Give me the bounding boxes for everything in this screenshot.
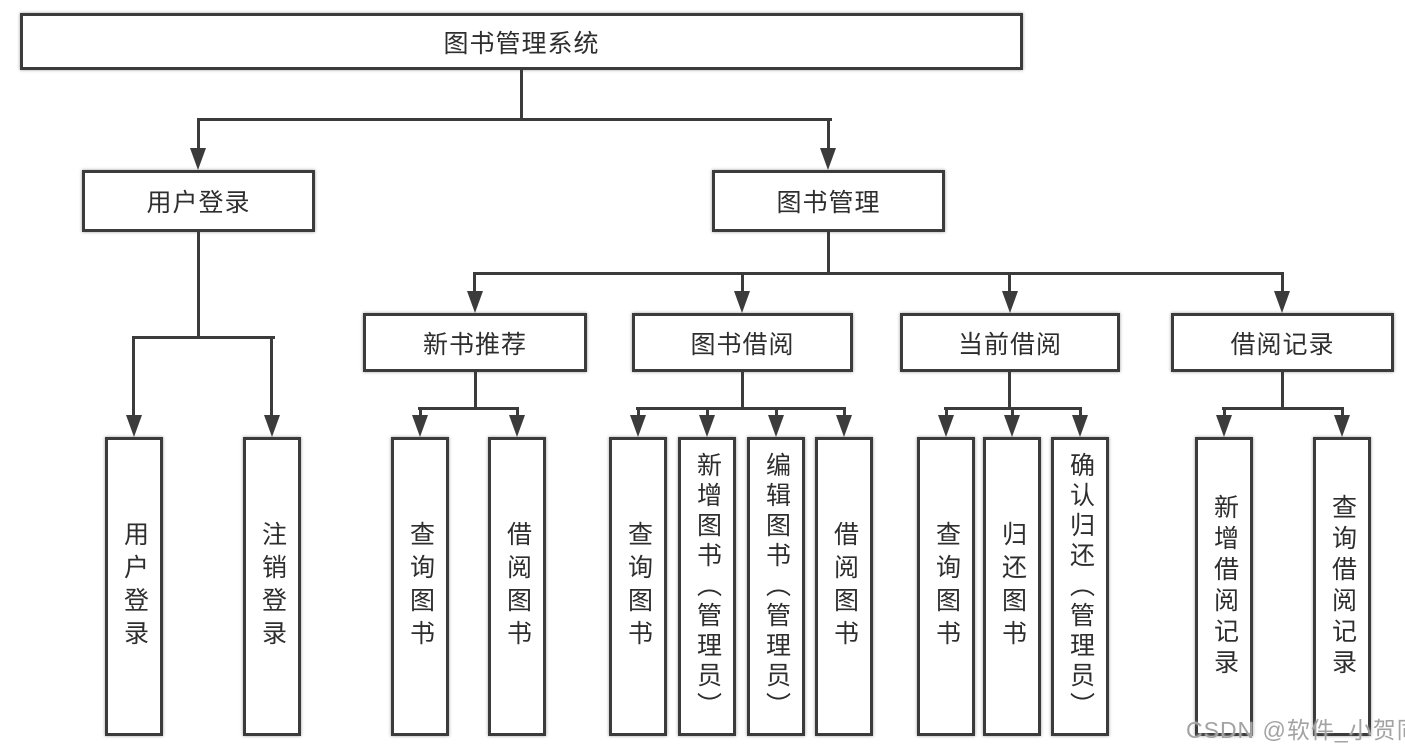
arrow-down-icon <box>509 415 525 437</box>
connector-line <box>197 118 200 150</box>
leaf-query-books-1: 查询图书 <box>391 437 449 736</box>
connector-line <box>775 407 778 417</box>
leaf-query-books-3: 查询图书 <box>917 437 975 736</box>
leaf-user-login-label: 用户登录 <box>120 520 149 653</box>
leaf-query-borrow-record-label: 查询借阅记录 <box>1328 493 1357 680</box>
connector-line <box>1281 272 1284 291</box>
node-new-book-recommend-label: 新书推荐 <box>422 330 527 359</box>
node-current-borrowing-label: 当前借阅 <box>957 330 1062 359</box>
arrow-down-icon <box>820 148 836 170</box>
arrow-down-icon <box>1216 415 1232 437</box>
connector-line <box>418 407 519 410</box>
leaf-edit-books-admin-label: 编辑图书（管理员） <box>762 451 791 722</box>
node-borrow-records-label: 借阅记录 <box>1230 330 1335 359</box>
arrow-down-icon <box>630 415 646 437</box>
connector-line <box>1222 407 1344 410</box>
arrow-down-icon <box>1004 415 1020 437</box>
arrow-down-icon <box>467 291 483 313</box>
leaf-return-books-label: 归还图书 <box>998 520 1027 653</box>
connector-line <box>741 372 744 407</box>
connector-line <box>1341 407 1344 417</box>
arrow-down-icon <box>734 291 750 313</box>
connector-line <box>1079 407 1082 417</box>
node-current-borrowing: 当前借阅 <box>900 313 1120 372</box>
connector-line <box>270 336 273 415</box>
leaf-add-borrow-record: 新增借阅记录 <box>1195 437 1253 736</box>
arrow-down-icon <box>699 415 715 437</box>
arrow-down-icon <box>1334 415 1350 437</box>
connector-line <box>636 407 846 410</box>
arrow-down-icon <box>126 415 142 437</box>
leaf-user-login: 用户登录 <box>105 437 163 736</box>
connector-line <box>1008 272 1011 291</box>
node-user-login-label: 用户登录 <box>146 189 251 217</box>
connector-line <box>827 118 830 150</box>
node-borrow-records: 借阅记录 <box>1171 313 1394 372</box>
leaf-logout-label: 注销登录 <box>258 520 287 653</box>
connector-line <box>843 407 846 417</box>
node-book-borrowing-label: 图书借阅 <box>690 330 795 359</box>
connector-line <box>197 118 832 121</box>
leaf-borrow-books-1: 借阅图书 <box>488 437 546 736</box>
arrow-down-icon <box>836 415 852 437</box>
leaf-return-books: 归还图书 <box>983 437 1041 736</box>
arrow-down-icon <box>768 415 784 437</box>
node-root-label: 图书管理系统 <box>443 29 600 58</box>
leaf-add-books-admin-label: 新增图书（管理员） <box>693 451 722 722</box>
connector-line <box>473 272 1284 275</box>
node-book-borrowing: 图书借阅 <box>632 313 853 372</box>
node-new-book-recommend: 新书推荐 <box>363 313 587 372</box>
arrow-down-icon <box>190 148 206 170</box>
connector-line <box>132 336 275 339</box>
connector-line <box>1223 407 1226 417</box>
leaf-borrow-books-1-label: 借阅图书 <box>503 520 532 653</box>
csdn-watermark: CSDN @软件_小贺同学 <box>1186 717 1405 743</box>
connector-line <box>197 232 200 336</box>
leaf-add-borrow-record-label: 新增借阅记录 <box>1210 493 1239 680</box>
arrow-down-icon <box>1002 291 1018 313</box>
leaf-borrow-books-2-label: 借阅图书 <box>830 520 859 653</box>
connector-line <box>637 407 640 417</box>
connector-line <box>741 272 744 291</box>
leaf-confirm-return-admin: 确认归还（管理员） <box>1051 437 1109 736</box>
connector-line <box>473 272 476 291</box>
node-user-login: 用户登录 <box>82 170 315 232</box>
arrow-down-icon <box>1274 291 1290 313</box>
connector-line <box>520 70 523 118</box>
leaf-borrow-books-2: 借阅图书 <box>815 437 873 736</box>
connector-line <box>132 336 135 415</box>
node-book-management-label: 图书管理 <box>776 189 881 217</box>
leaf-logout: 注销登录 <box>243 437 301 736</box>
arrow-down-icon <box>1072 415 1088 437</box>
connector-line <box>516 407 519 417</box>
leaf-query-books-1-label: 查询图书 <box>406 520 435 653</box>
node-book-management: 图书管理 <box>712 170 945 232</box>
leaf-query-books-2-label: 查询图书 <box>624 520 653 653</box>
connector-line <box>1011 407 1014 417</box>
leaf-query-borrow-record: 查询借阅记录 <box>1313 437 1371 736</box>
node-root: 图书管理系统 <box>20 13 1023 70</box>
leaf-confirm-return-admin-label: 确认归还（管理员） <box>1066 451 1095 722</box>
leaf-add-books-admin: 新增图书（管理员） <box>678 437 736 736</box>
leaf-query-books-2: 查询图书 <box>609 437 667 736</box>
leaf-edit-books-admin: 编辑图书（管理员） <box>747 437 805 736</box>
connector-line <box>827 232 830 272</box>
connector-line <box>706 407 709 417</box>
arrow-down-icon <box>938 415 954 437</box>
arrow-down-icon <box>264 415 280 437</box>
connector-line <box>1008 372 1011 407</box>
connector-line <box>474 372 477 407</box>
connector-line <box>1281 372 1284 407</box>
arrow-down-icon <box>412 415 428 437</box>
connector-line <box>945 407 948 417</box>
leaf-query-books-3-label: 查询图书 <box>932 520 961 653</box>
connector-line <box>419 407 422 417</box>
